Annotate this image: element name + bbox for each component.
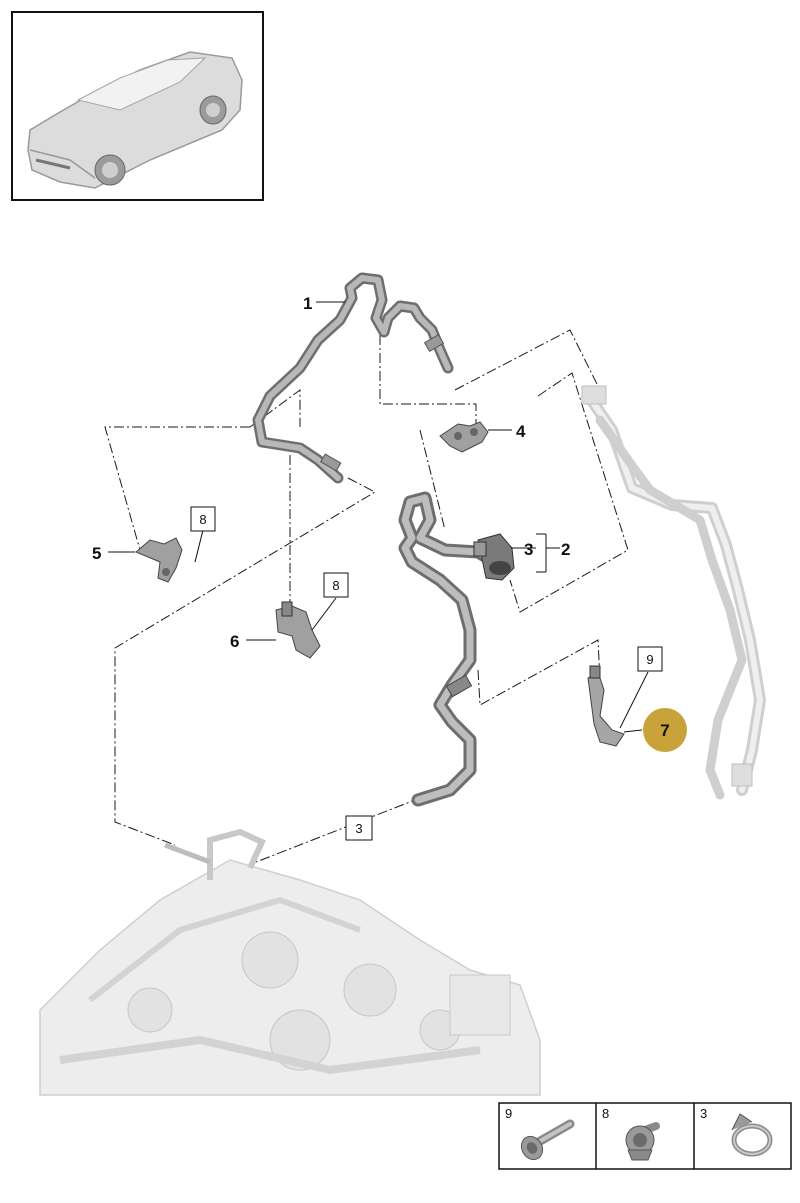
callout-label: 4 [516, 422, 526, 441]
fastener-legend: 9 8 3 [498, 1102, 792, 1170]
bracket-part7 [587, 665, 625, 747]
callout-5: 5 [92, 544, 101, 563]
callout-label: 3 [524, 540, 533, 559]
callout-label: 7 [660, 721, 669, 740]
callout-6: 6 [230, 632, 239, 651]
legend-number: 3 [700, 1106, 707, 1121]
callout-2: 2 [561, 540, 570, 559]
coolant-hose-lower [398, 491, 499, 807]
callout-label: 6 [230, 632, 239, 651]
legend-number: 9 [505, 1106, 512, 1121]
bracket-part4 [439, 421, 489, 453]
ghost-pipes [581, 385, 766, 800]
callout-label: 1 [303, 294, 312, 313]
coolant-hose-upper [252, 272, 454, 484]
boxed-ref-label: 8 [199, 512, 206, 527]
callout-7-highlighted[interactable]: 7 [643, 708, 687, 752]
engine-ghost [39, 828, 541, 1096]
car-icon [27, 51, 243, 189]
vehicle-thumbnail [11, 11, 264, 201]
boxed-ref-label: 8 [332, 578, 339, 593]
boxed-ref-8-mid: 8 [323, 572, 349, 598]
callout-3: 3 [524, 540, 533, 559]
screw-icon [520, 1119, 575, 1161]
legend-item-3: 3 [700, 1106, 773, 1157]
leader-lines [108, 301, 649, 733]
reference-lines [104, 329, 629, 881]
boxed-ref-label: 3 [355, 821, 362, 836]
boxed-ref-label: 9 [646, 652, 653, 667]
legend-item-8: 8 [602, 1106, 660, 1161]
hose-clamp-icon [731, 1113, 773, 1157]
legend-item-9: 9 [505, 1106, 575, 1161]
bracket-part5 [135, 537, 183, 583]
hose-connector-part2 [473, 533, 515, 581]
legend-number: 8 [602, 1106, 609, 1121]
nut-icon [625, 1122, 660, 1161]
callout-label: 5 [92, 544, 101, 563]
callout-4: 4 [516, 422, 526, 441]
boxed-ref-9: 9 [637, 646, 663, 672]
boxed-ref-8-left: 8 [190, 506, 216, 532]
callout-label: 2 [561, 540, 570, 559]
bracket-part6 [275, 601, 321, 659]
boxed-ref-3: 3 [345, 815, 373, 841]
callout-1: 1 [303, 294, 312, 313]
